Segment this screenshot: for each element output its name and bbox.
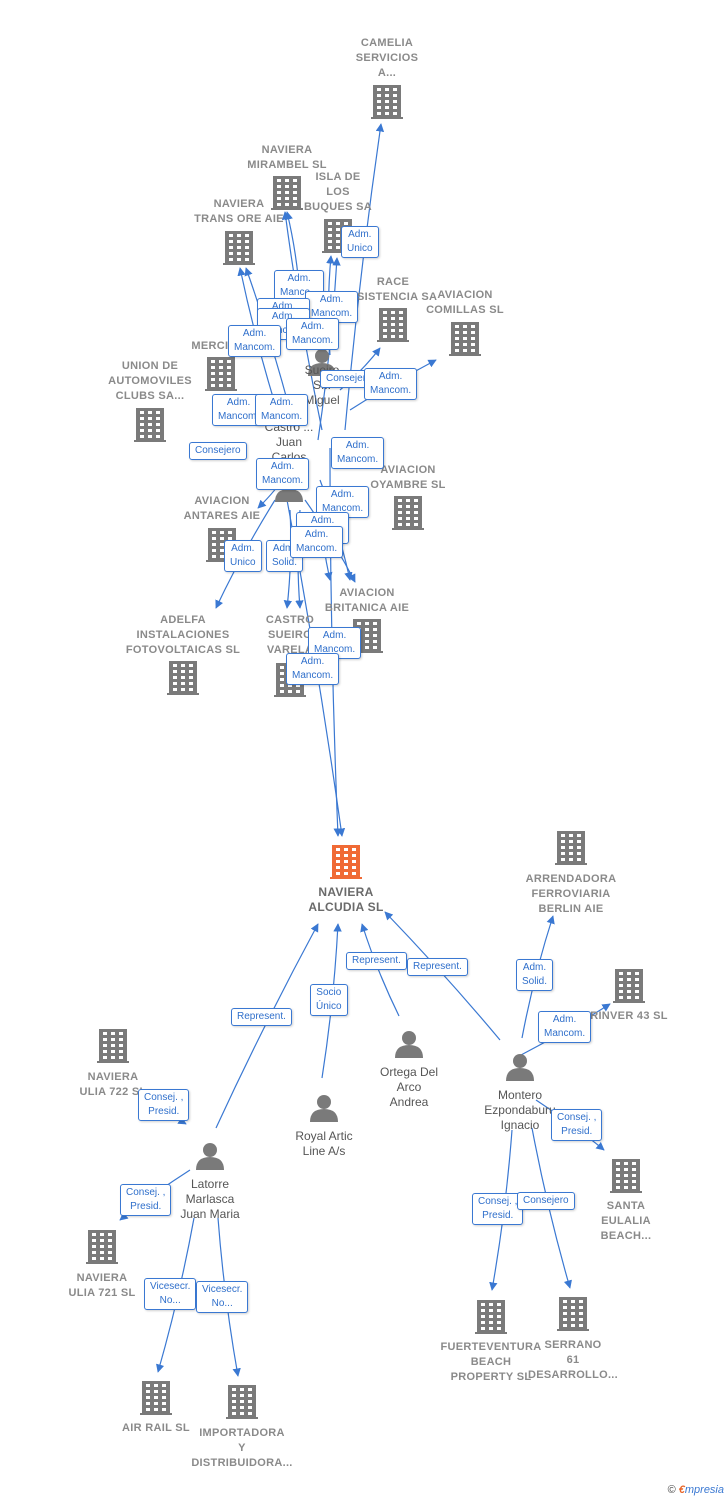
company-node-label[interactable]: AVIACION ANTARES AIE	[183, 495, 261, 522]
company-building-icon[interactable]	[205, 357, 237, 391]
relationship-label[interactable]: Represent.	[346, 952, 407, 970]
relationship-edge	[384, 911, 501, 1041]
relationship-label[interactable]: Consej. , Presid.	[138, 1089, 190, 1121]
company-building-icon[interactable]	[86, 1230, 118, 1264]
person-node-label[interactable]: Montero Ezpondaburu Ignacio	[484, 1088, 556, 1132]
company-building-icon[interactable]	[140, 1381, 172, 1415]
relationship-label[interactable]: Adm. Mancom.	[286, 318, 340, 350]
company-node-label[interactable]: ADELFA INSTALACIONES FOTOVOLTAICAS SL	[125, 614, 241, 656]
company-node-label[interactable]: SERRANO 61 DESARROLLO...	[527, 1339, 619, 1381]
company-building-icon[interactable]	[271, 176, 303, 210]
relationship-label[interactable]: Adm. Mancom.	[228, 325, 282, 357]
main-company-label[interactable]: NAVIERA ALCUDIA SL	[308, 885, 384, 914]
company-building-icon[interactable]	[226, 1385, 258, 1419]
company-building-icon[interactable]	[475, 1300, 507, 1334]
relationship-label[interactable]: Vicesecr. No...	[144, 1278, 197, 1310]
relationship-label[interactable]: Adm. Mancom.	[305, 291, 359, 323]
relationship-label[interactable]: Adm. Mancom.	[256, 458, 310, 490]
company-building-icon[interactable]	[377, 308, 409, 342]
company-node-label[interactable]: NAVIERA ULIA 721 SL	[68, 1272, 136, 1299]
company-building-icon[interactable]	[613, 969, 645, 1003]
relationship-label[interactable]: Adm. Mancom.	[290, 526, 344, 558]
company-building-icon[interactable]	[223, 231, 255, 265]
brand-name: mpresia	[684, 1484, 724, 1496]
person-node-label[interactable]: Latorre Marlasca Juan Maria	[180, 1177, 240, 1221]
relationship-edge	[215, 923, 319, 1129]
company-node-label[interactable]: NAVIERA TRANS ORE AIE	[194, 198, 284, 225]
relationship-label[interactable]: Adm. Solid.	[516, 959, 554, 991]
company-node-label[interactable]: CASTRO SUEIRO VARELA	[265, 614, 315, 656]
company-building-icon[interactable]	[97, 1029, 129, 1063]
company-building-icon[interactable]	[449, 322, 481, 356]
main-company-building-icon[interactable]	[330, 845, 362, 879]
relationship-label[interactable]: Adm. Mancom.	[331, 437, 385, 469]
relationship-label[interactable]: Consej. , Presid.	[551, 1109, 603, 1141]
company-node-label[interactable]: FUERTEVENTURA BEACH PROPERTY SL	[440, 1341, 542, 1383]
company-node-label[interactable]: CAMELIA SERVICIOS A...	[355, 37, 419, 79]
relationship-edge	[360, 923, 400, 1017]
company-building-icon[interactable]	[555, 831, 587, 865]
company-node-label[interactable]: RINVER 43 SL	[590, 1010, 668, 1022]
company-node-label[interactable]: AIR RAIL SL	[122, 1422, 190, 1434]
relationship-label[interactable]: Consejero	[517, 1192, 575, 1210]
relationship-label[interactable]: Represent.	[407, 958, 468, 976]
company-building-icon[interactable]	[134, 408, 166, 442]
relationship-label[interactable]: Consej. , Presid.	[120, 1184, 172, 1216]
person-icon[interactable]	[506, 1054, 534, 1081]
person-icon[interactable]	[395, 1031, 423, 1058]
relationship-edge	[344, 123, 385, 431]
relationship-label[interactable]: Consej. , Presid.	[472, 1193, 524, 1225]
company-building-icon[interactable]	[557, 1297, 589, 1331]
company-node-label[interactable]: ISLA DE LOS BUQUES SA	[303, 171, 373, 213]
relationship-label[interactable]: Adm. Mancom.	[364, 368, 418, 400]
empresia-watermark[interactable]: ©€mpresia	[668, 1484, 724, 1496]
company-building-icon[interactable]	[167, 661, 199, 695]
relationship-label[interactable]: Consejero	[320, 370, 378, 388]
company-building-icon[interactable]	[392, 496, 424, 530]
company-building-icon[interactable]	[610, 1159, 642, 1193]
copyright-symbol: ©	[667, 1484, 676, 1496]
brand-e-glyph: €	[678, 1484, 685, 1496]
relationship-label[interactable]: Represent.	[231, 1008, 292, 1026]
relationship-label[interactable]: Adm. Unico	[341, 226, 379, 258]
company-node-label[interactable]: AVIACION OYAMBRE SL	[370, 464, 446, 491]
company-node-label[interactable]: AVIACION COMILLAS SL	[426, 289, 504, 316]
company-node-label[interactable]: NAVIERA ULIA 722 SL	[79, 1071, 146, 1098]
company-node-label[interactable]: IMPORTADORA Y DISTRIBUIDORA...	[191, 1427, 293, 1469]
relationship-label[interactable]: Adm. Unico	[224, 540, 262, 572]
person-icon[interactable]	[310, 1095, 338, 1122]
company-node-label[interactable]: ARRENDADORA FERROVIARIA BERLIN AIE	[525, 873, 617, 915]
relationship-label[interactable]: Adm. Mancom.	[255, 394, 309, 426]
company-node-label[interactable]: UNION DE AUTOMOVILES CLUBS SA...	[108, 360, 192, 402]
company-building-icon[interactable]	[371, 85, 403, 119]
relationship-label[interactable]: Consejero	[189, 442, 247, 460]
company-node-label[interactable]: AVIACION BRITANICA AIE	[324, 587, 410, 614]
person-node-label[interactable]: Ortega Del Arco Andrea	[379, 1065, 439, 1109]
relationship-label[interactable]: Vicesecr. No...	[196, 1281, 249, 1313]
relationship-label[interactable]: Socio Único	[310, 984, 348, 1016]
person-node-label[interactable]: Royal Artic Line A/s	[295, 1129, 353, 1158]
person-icon[interactable]	[196, 1143, 224, 1170]
company-node-label[interactable]: RACE ASISTENCIA SA	[348, 276, 438, 303]
relationship-label[interactable]: Adm. Mancom.	[538, 1011, 592, 1043]
relationship-label[interactable]: Adm. Mancom.	[286, 653, 340, 685]
company-node-label[interactable]: NAVIERA MIRAMBEL SL	[247, 144, 327, 171]
company-node-label[interactable]: SANTA EULALIA BEACH...	[600, 1200, 652, 1242]
